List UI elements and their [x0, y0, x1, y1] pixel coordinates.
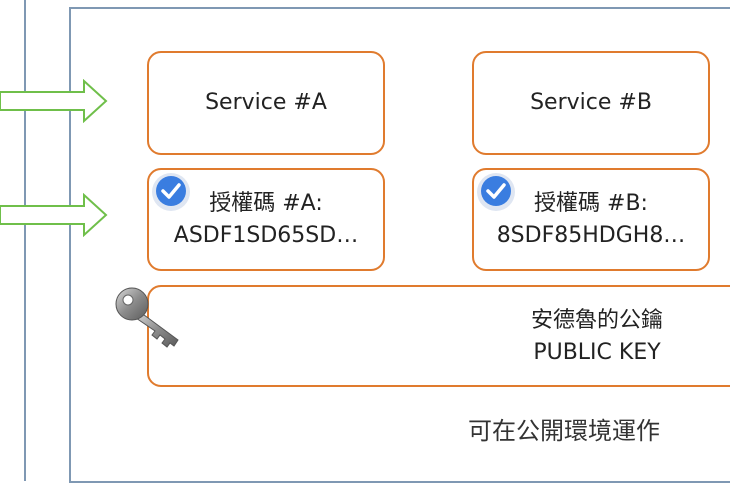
public-key-text: 安德魯的公鑰 PUBLIC KEY [497, 305, 697, 369]
public-key-label-en: PUBLIC KEY [533, 340, 661, 365]
check-circle-icon [152, 173, 190, 211]
left-boundary-line [24, 0, 26, 481]
service-b-label: Service #B [530, 90, 652, 115]
key-icon [115, 287, 179, 348]
arrow-right-icon [0, 79, 108, 123]
public-environment-frame [69, 7, 730, 483]
footer-caption: 可在公開環境運作 [468, 417, 660, 445]
public-key-box: 安德魯的公鑰 PUBLIC KEY [147, 285, 730, 387]
check-circle-icon [477, 173, 515, 211]
service-a-label: Service #A [205, 90, 327, 115]
auth-code-b-value: 8SDF85HDGH8… [496, 222, 686, 248]
service-a-box: Service #A [147, 51, 385, 155]
auth-code-a-value: ASDF1SD65SD… [173, 222, 359, 248]
arrow-right-icon [0, 193, 108, 237]
auth-code-a-label: 授權碼 #A: [209, 190, 323, 216]
service-b-box: Service #B [472, 51, 710, 155]
auth-code-b-label: 授權碼 #B: [534, 190, 648, 216]
public-key-label-zh: 安德魯的公鑰 [530, 308, 663, 333]
